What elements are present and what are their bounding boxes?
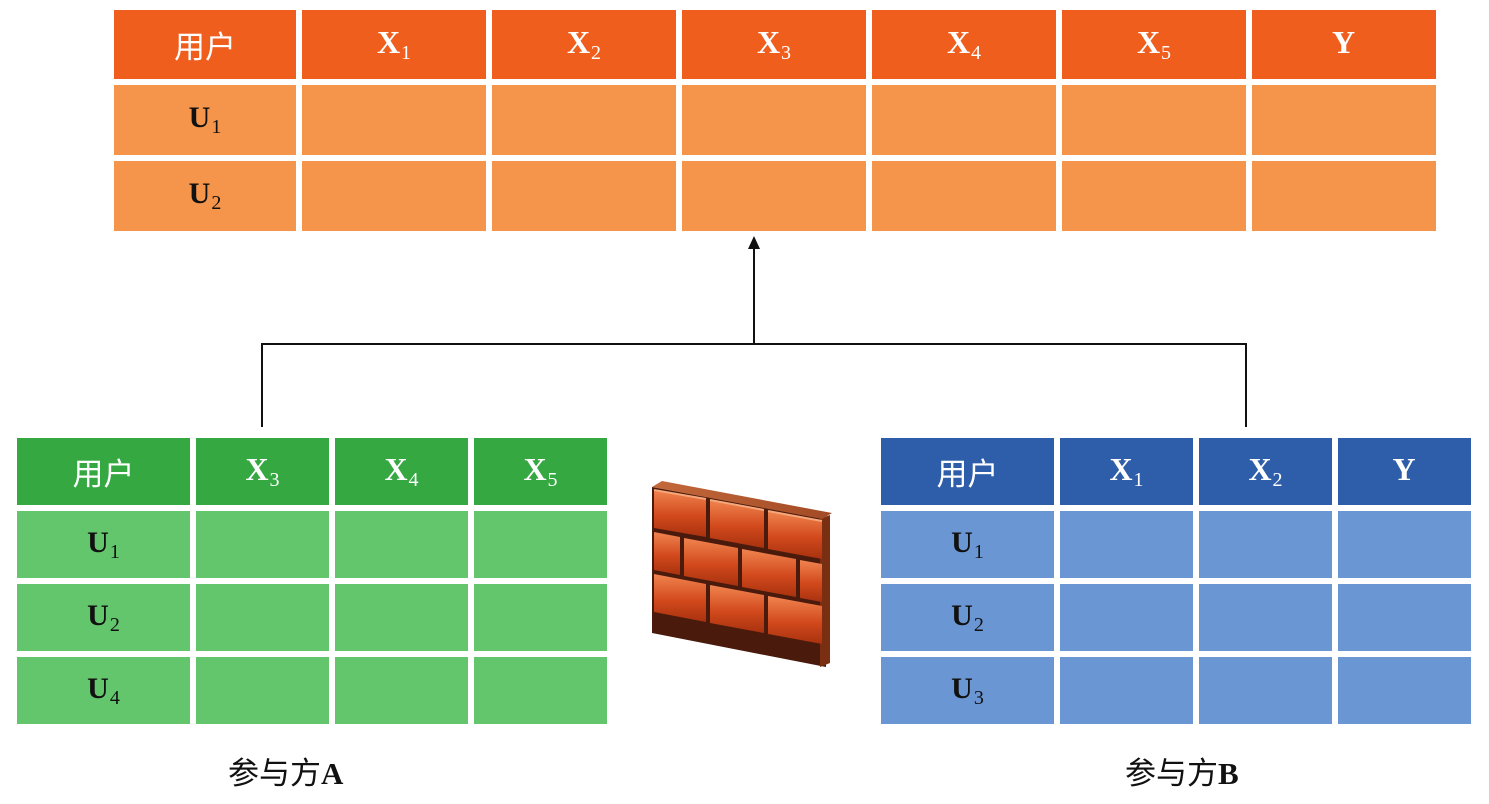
merged-cell [682,85,866,155]
party-a-col-x3: X3 [196,438,329,505]
party-a-cell [335,584,468,651]
merged-cell [1062,85,1246,155]
party-b-cell [1199,511,1332,578]
merged-user-header: 用户 [114,10,296,79]
merged-row-label: U2 [114,161,296,231]
merged-cell [1252,161,1436,231]
party-b-cell [1199,657,1332,724]
party-b-cell [1338,511,1471,578]
party-a-cell [196,511,329,578]
merged-table-header-row: 用户 X1 X2 X3 X4 X5 Y [114,10,1436,79]
party-b-row-u3: U3 [881,657,1471,724]
merged-col-x4: X4 [872,10,1056,79]
party-b-row-u1: U1 [881,511,1471,578]
merged-row-u2: U2 [114,161,1436,231]
party-b-table: 用户 X1 X2 Y U1 U2 U3 [875,432,1477,730]
connector-line-b [754,343,1247,427]
party-b-cell [1060,511,1193,578]
merged-cell [872,161,1056,231]
arrow-head-icon [748,236,760,249]
party-a-cell [335,511,468,578]
party-a-row-u2: U2 [17,584,607,651]
merged-cell [302,161,486,231]
party-a-cell [474,511,607,578]
party-b-cell [1338,657,1471,724]
party-a-cell [474,657,607,724]
connector-line-a [261,343,754,427]
party-a-user-header: 用户 [17,438,190,505]
merged-table: 用户 X1 X2 X3 X4 X5 Y U1 U2 [108,4,1442,237]
party-b-row-label: U1 [881,511,1054,578]
party-b-header-row: 用户 X1 X2 Y [881,438,1471,505]
party-b-user-header: 用户 [881,438,1054,505]
party-b-col-x1: X1 [1060,438,1193,505]
party-a-row-u1: U1 [17,511,607,578]
merged-cell [492,85,676,155]
firewall-icon [652,481,832,667]
party-a-caption: 参与方A [228,756,344,792]
merged-cell [682,161,866,231]
merged-row-u1: U1 [114,85,1436,155]
party-a-row-label: U1 [17,511,190,578]
merged-col-x3: X3 [682,10,866,79]
party-a-cell [196,657,329,724]
merged-col-x1: X1 [302,10,486,79]
merged-cell [1252,85,1436,155]
party-b-caption: 参与方B [1125,756,1239,792]
party-a-table: 用户 X3 X4 X5 U1 U2 U4 [11,432,613,730]
party-b-col-y: Y [1338,438,1471,505]
merged-cell [302,85,486,155]
party-a-row-label: U4 [17,657,190,724]
party-a-cell [474,584,607,651]
party-b-col-x2: X2 [1199,438,1332,505]
party-b-row-label: U3 [881,657,1054,724]
merged-cell [872,85,1056,155]
party-a-cell [196,584,329,651]
party-b-row-label: U2 [881,584,1054,651]
party-a-row-u4: U4 [17,657,607,724]
party-b-cell [1060,657,1193,724]
party-a-row-label: U2 [17,584,190,651]
merged-cell [1062,161,1246,231]
merged-col-y: Y [1252,10,1436,79]
merged-cell [492,161,676,231]
merged-row-label: U1 [114,85,296,155]
party-a-header-row: 用户 X3 X4 X5 [17,438,607,505]
party-a-col-x4: X4 [335,438,468,505]
party-b-cell [1060,584,1193,651]
party-b-cell [1338,584,1471,651]
merged-col-x2: X2 [492,10,676,79]
party-a-cell [335,657,468,724]
party-b-cell [1199,584,1332,651]
merged-col-x5: X5 [1062,10,1246,79]
party-a-col-x5: X5 [474,438,607,505]
party-b-row-u2: U2 [881,584,1471,651]
